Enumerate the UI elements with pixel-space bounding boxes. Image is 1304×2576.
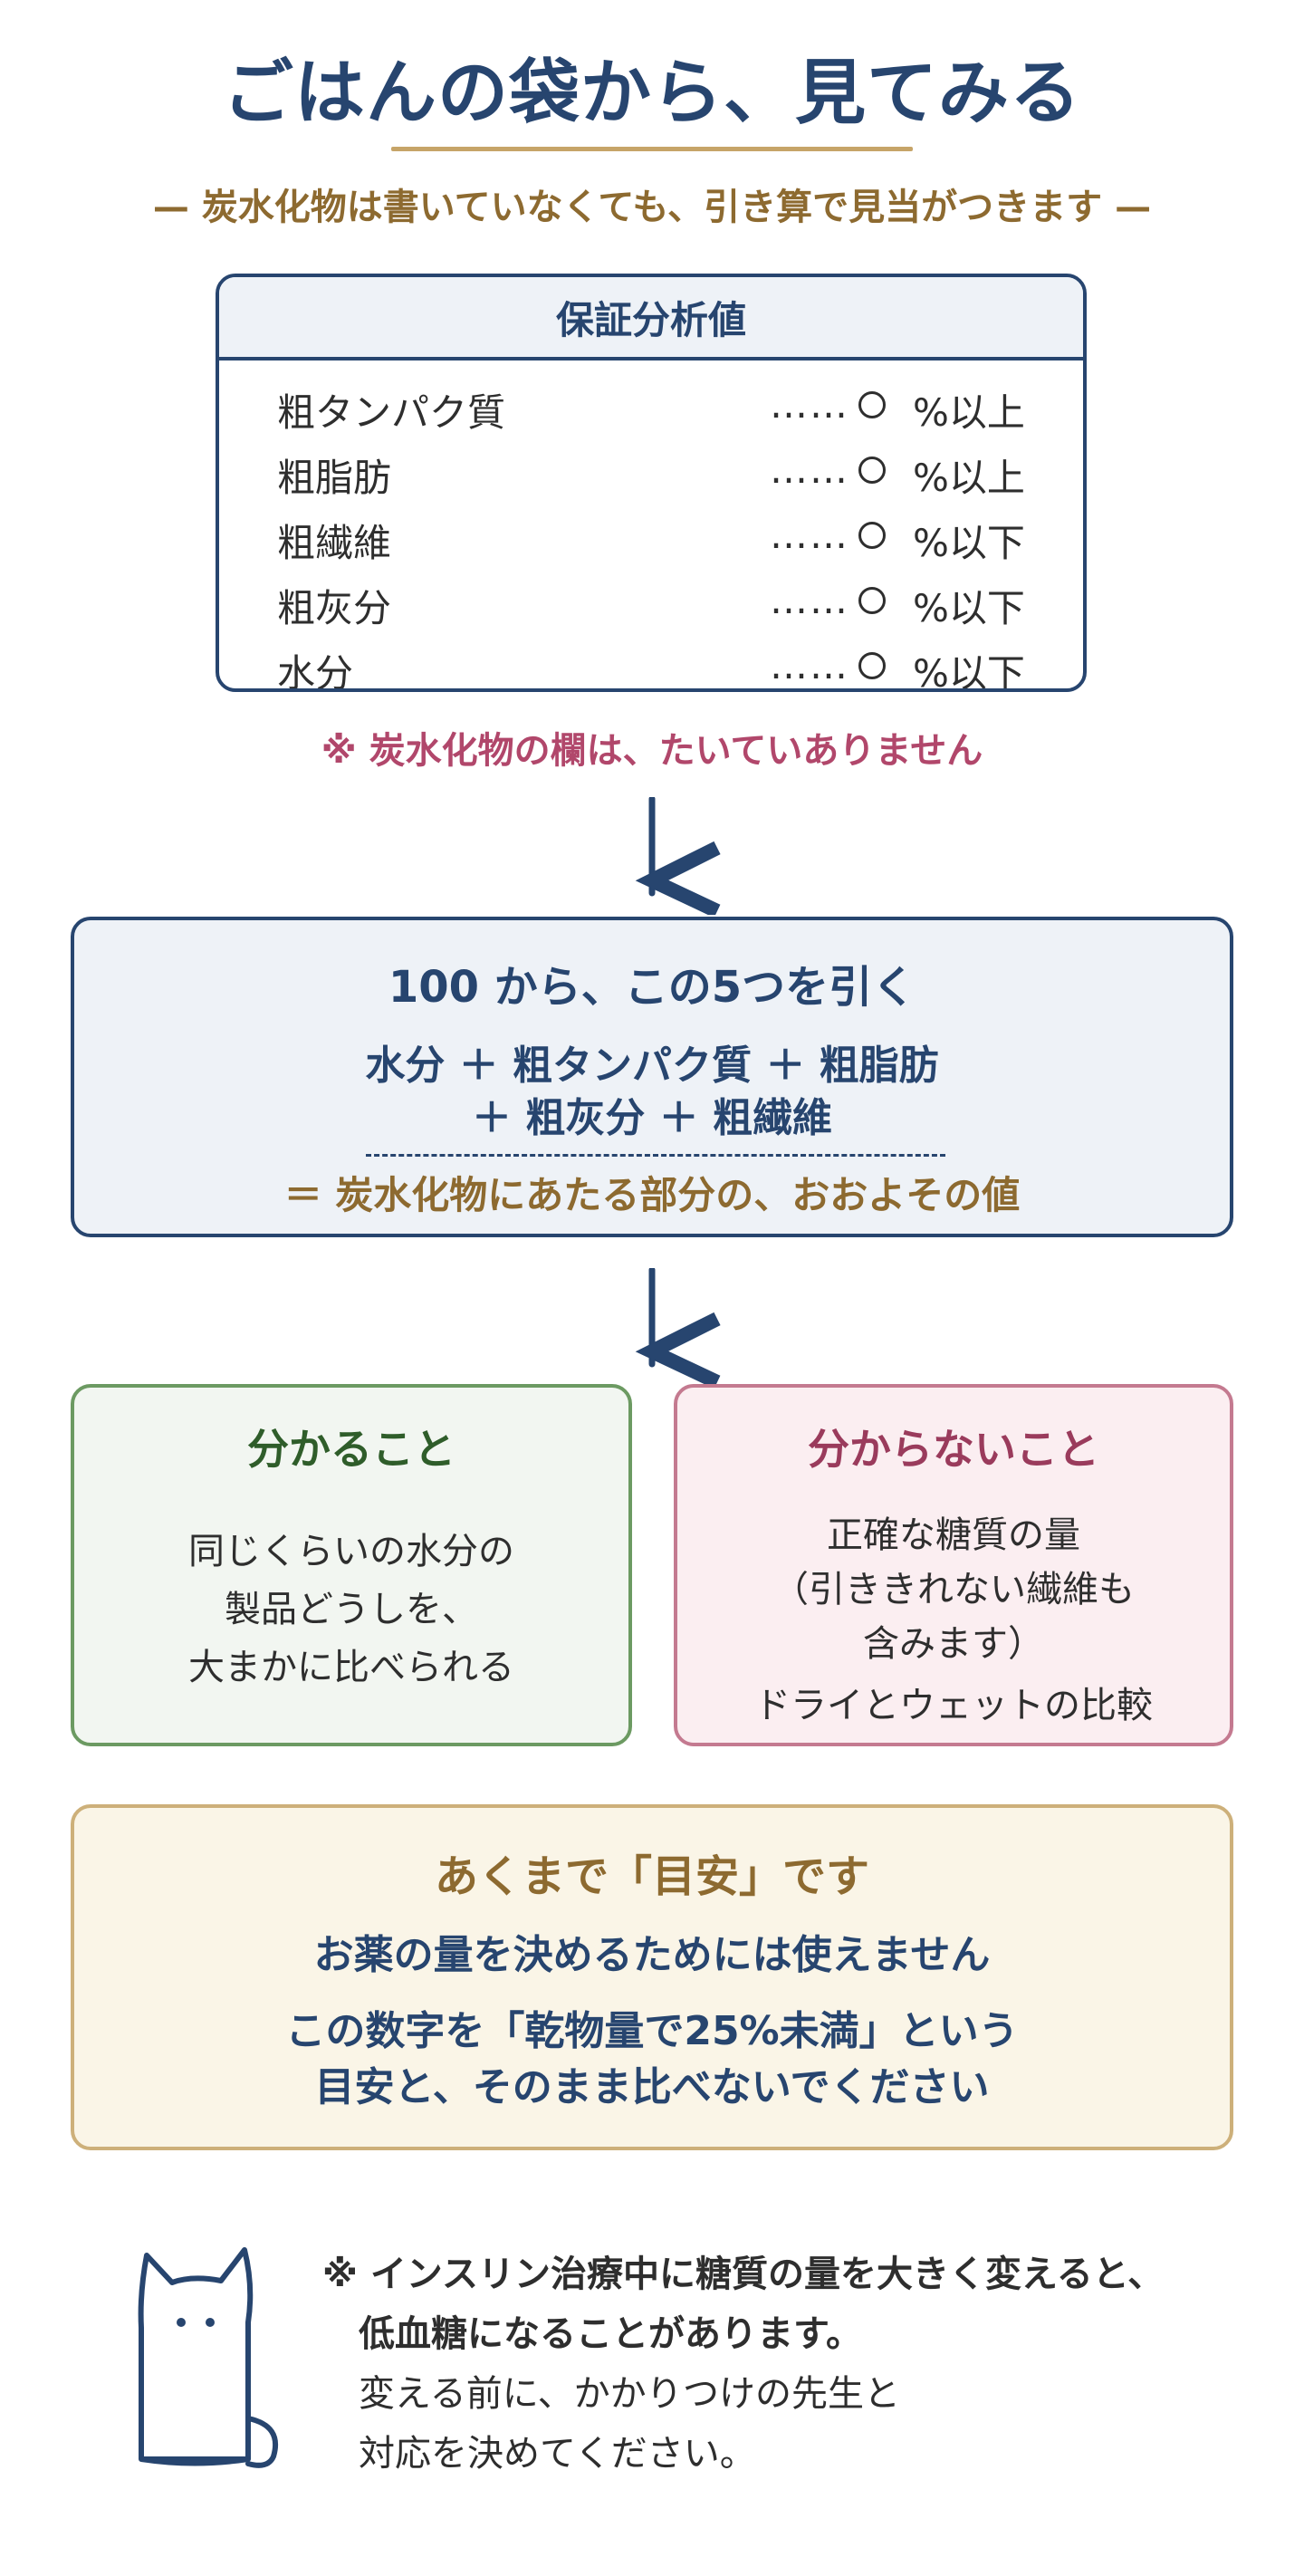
caution-line-1: お薬の量を決めるためには使えません (313, 1932, 991, 1978)
formula-line-1: 水分 ＋ 粗タンパク質 ＋ 粗脂肪 (365, 1043, 939, 1089)
row-name: 粗脂肪 (277, 456, 392, 500)
down-arrow-icon (635, 1268, 721, 1386)
known-title: 分かること (247, 1425, 455, 1474)
row-value: %以下 (913, 651, 1025, 692)
row-name: 水分 (277, 651, 354, 692)
footer-line-3: 変える前に、かかりつけの先生と (359, 2373, 900, 2415)
row-value: %以上 (913, 456, 1025, 500)
table-row: 粗灰分 …… %以下 (219, 578, 1083, 636)
row-dots: …… (770, 447, 849, 492)
formula-divider (366, 1154, 945, 1157)
row-name: 粗繊維 (277, 521, 392, 565)
blank-circle-icon (858, 652, 886, 679)
page-subtitle: — 炭水化物は書いていなくても、引き算で見当がつきます — (152, 187, 1152, 228)
analysis-table-header: 保証分析値 (219, 277, 1083, 360)
formula-line-2: ＋ 粗灰分 ＋ 粗繊維 (472, 1095, 832, 1141)
caution-line-3: 目安と、そのまま比べないでください (314, 2064, 990, 2110)
row-dots: …… (770, 382, 849, 427)
unknown-line: 正確な糖質の量 (827, 1514, 1080, 1556)
row-dots: …… (770, 643, 849, 687)
page-title: ごはんの袋から、見てみる (222, 53, 1081, 134)
row-value: %以上 (913, 390, 1025, 435)
row-dots: …… (770, 513, 849, 557)
row-value: %以下 (913, 521, 1025, 565)
blank-circle-icon (858, 522, 886, 549)
unknown-line: ドライとウェットの比較 (754, 1685, 1153, 1726)
blank-circle-icon (858, 391, 886, 418)
known-line: 大まかに比べられる (188, 1647, 514, 1688)
unknown-line: （引ききれない繊維も (772, 1569, 1135, 1610)
row-name: 粗灰分 (277, 586, 392, 630)
blank-circle-icon (858, 587, 886, 614)
table-row: 粗タンパク質 …… %以上 (219, 382, 1083, 440)
footer-line-4: 対応を決めてください。 (359, 2433, 756, 2475)
known-line: 同じくらいの水分の (188, 1531, 514, 1572)
formula-heading: 100 から、この5つを引く (388, 962, 916, 1013)
table-note: ※ 炭水化物の欄は、たいていありません (321, 730, 983, 772)
unknown-card: 分からないこと 正確な糖質の量 （引ききれない繊維も 含みます） ドライとウェッ… (674, 1384, 1233, 1746)
analysis-table: 保証分析値 粗タンパク質 …… %以上 粗脂肪 …… %以上 粗繊維 …… %以… (216, 274, 1087, 692)
caution-title: あくまで「目安」です (434, 1851, 869, 1902)
footer-line-1: ※ インスリン治療中に糖質の量を大きく変えると、 (322, 2254, 1165, 2295)
known-card: 分かること 同じくらいの水分の 製品どうしを、 大まかに比べられる (71, 1384, 632, 1746)
row-value: %以下 (913, 586, 1025, 630)
down-arrow-icon (635, 797, 721, 915)
footer-line-2: 低血糖になることがあります。 (359, 2313, 862, 2355)
blank-circle-icon (858, 457, 886, 484)
table-row: 粗脂肪 …… %以上 (219, 447, 1083, 505)
formula-box: 100 から、この5つを引く 水分 ＋ 粗タンパク質 ＋ 粗脂肪 ＋ 粗灰分 ＋… (71, 917, 1233, 1237)
row-dots: …… (770, 578, 849, 622)
unknown-title: 分からないこと (808, 1425, 1099, 1474)
row-name: 粗タンパク質 (277, 390, 506, 435)
title-underline (391, 147, 913, 151)
table-row: 水分 …… %以下 (219, 643, 1083, 692)
known-line: 製品どうしを、 (225, 1589, 478, 1630)
caution-card: あくまで「目安」です お薬の量を決めるためには使えません この数字を「乾物量で2… (71, 1804, 1233, 2150)
formula-result: ＝ 炭水化物にあたる部分の、おおよその値 (283, 1173, 1021, 1217)
unknown-line: 含みます） (863, 1623, 1044, 1665)
table-row: 粗繊維 …… %以下 (219, 513, 1083, 571)
caution-line-2: この数字を「乾物量で25%未満」という (285, 2008, 1019, 2054)
cat-icon (138, 2247, 279, 2468)
